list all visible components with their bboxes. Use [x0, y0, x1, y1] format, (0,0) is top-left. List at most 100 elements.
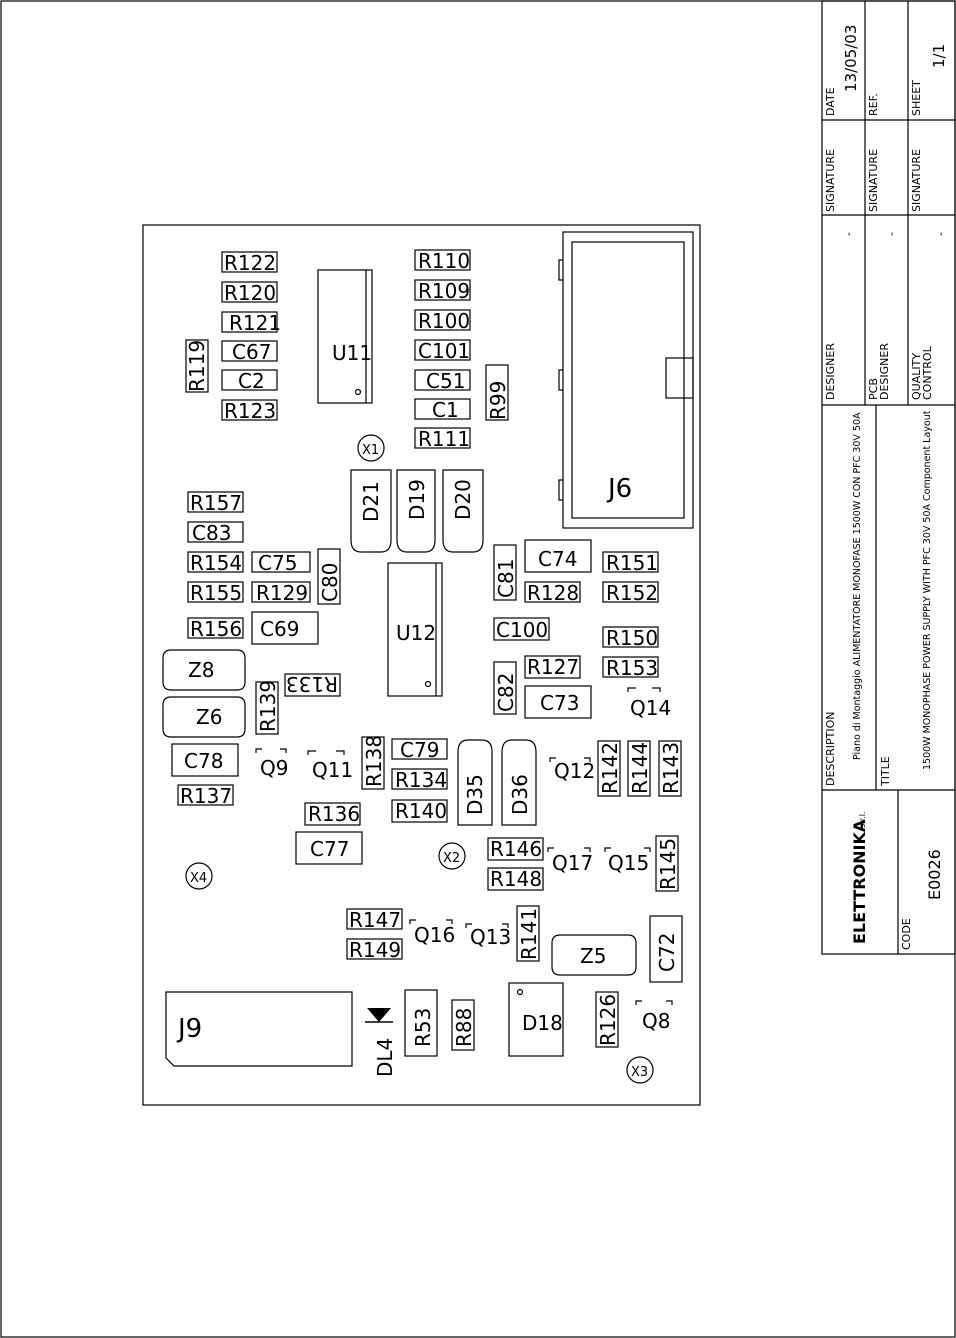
label-c74: C74	[538, 547, 577, 571]
label-r127: R127	[527, 655, 579, 679]
fiducial-x2	[438, 842, 466, 870]
label-q13: Q13	[470, 925, 511, 949]
label-q17: Q17	[552, 851, 593, 875]
label-r141: R141	[517, 908, 541, 960]
designer-label: DESIGNER	[824, 343, 837, 400]
quality-label-2: CONTROL	[921, 345, 934, 400]
title-block-frame	[821, 0, 956, 955]
description-label: DESCRIPTION	[824, 712, 837, 786]
label-c101: C101	[418, 339, 470, 363]
title-value: 1500W MONOPHASE POWER SUPPLY WITH PFC 30…	[922, 410, 933, 770]
label-q8: Q8	[642, 1009, 670, 1033]
pcb-designer-label-2: DESIGNER	[878, 343, 891, 400]
label-r121: R121	[229, 311, 281, 335]
label-dl4: DL4	[373, 1038, 397, 1077]
connector-j6	[558, 231, 694, 529]
label-r126: R126	[596, 994, 620, 1046]
label-r157: R157	[190, 491, 242, 515]
label-z8: Z8	[188, 658, 214, 682]
diode-d19	[396, 469, 436, 553]
label-r122: R122	[224, 251, 276, 275]
sheet-label: SHEET	[910, 80, 923, 116]
label-r153: R153	[606, 656, 658, 680]
label-r138: R138	[362, 735, 386, 787]
fiducial-x4	[185, 862, 213, 890]
label-r136: R136	[308, 802, 360, 826]
label-c81: C81	[494, 559, 518, 598]
label-r148: R148	[490, 867, 542, 891]
ref-label: REF.	[867, 93, 880, 116]
label-r133: R133	[286, 672, 338, 696]
label-r129: R129	[256, 581, 308, 605]
label-c83: C83	[192, 521, 231, 545]
label-q14: Q14	[630, 696, 671, 720]
company-name: ELETTRONIKA	[850, 819, 869, 944]
label-z6: Z6	[196, 705, 222, 729]
passive-boxes	[171, 249, 683, 1057]
label-q16: Q16	[414, 923, 455, 947]
company-suffix: s.r.l.	[858, 811, 867, 828]
signature-label-2: SIGNATURE	[867, 149, 880, 212]
label-r120: R120	[224, 281, 276, 305]
dash-2: -	[885, 232, 898, 236]
label-x4: X4	[190, 871, 207, 886]
label-r145: R145	[656, 838, 680, 890]
label-r53: R53	[411, 1008, 435, 1047]
ic-u12	[387, 562, 443, 697]
date-label: DATE	[824, 87, 837, 116]
label-r123: R123	[224, 399, 276, 423]
transistor-marks	[255, 687, 673, 1005]
pcb-outline	[142, 224, 701, 1106]
label-q11: Q11	[312, 758, 353, 782]
label-c72: C72	[655, 933, 679, 972]
date-value: 13/05/03	[842, 25, 860, 92]
label-d19: D19	[405, 479, 429, 520]
label-r134: R134	[395, 768, 447, 792]
label-x1: X1	[362, 443, 379, 458]
label-d18: D18	[522, 1011, 563, 1035]
label-j9: J9	[176, 1014, 202, 1044]
inductor-z8	[162, 649, 246, 691]
label-r144: R144	[628, 742, 652, 794]
label-r111: R111	[418, 427, 470, 451]
dash-3: -	[934, 232, 947, 236]
label-c51: C51	[426, 369, 465, 393]
label-r151: R151	[606, 551, 658, 575]
label-d36: D36	[508, 774, 532, 815]
sheet-value: 1/1	[930, 44, 948, 68]
label-c75: C75	[258, 551, 297, 575]
fiducial-x3	[626, 1056, 654, 1084]
label-r139: R139	[256, 680, 280, 732]
label-r110: R110	[418, 249, 470, 273]
label-u12: U12	[396, 621, 436, 645]
label-c78: C78	[184, 749, 223, 773]
label-c69: C69	[260, 617, 299, 641]
label-r137: R137	[180, 784, 232, 808]
label-r149: R149	[349, 938, 401, 962]
label-x3: X3	[631, 1065, 648, 1080]
connector-j9	[165, 991, 353, 1067]
label-c100: C100	[496, 618, 548, 642]
label-r99: R99	[486, 381, 510, 420]
label-r88: R88	[452, 1008, 476, 1047]
diode-d18	[508, 982, 564, 1057]
signature-label-1: SIGNATURE	[824, 149, 837, 212]
label-c82: C82	[494, 673, 518, 712]
title-label: TITLE	[879, 756, 892, 787]
label-d21: D21	[359, 481, 383, 522]
fiducial-x1	[357, 434, 385, 462]
label-q15: Q15	[608, 851, 649, 875]
description-value: Piano di Montaggio ALIMENTATORE MONOFASE…	[852, 412, 863, 760]
label-q9: Q9	[260, 756, 288, 780]
label-r155: R155	[190, 581, 242, 605]
led-dl4	[365, 1008, 393, 1023]
inductor-z5	[551, 934, 637, 976]
label-c77: C77	[310, 837, 349, 861]
company-logo: ELETTRONIKA s.r.l.	[850, 811, 869, 944]
quality-label-1: QUALITY	[910, 353, 923, 400]
label-r143: R143	[659, 742, 683, 794]
signature-label-3: SIGNATURE	[910, 149, 923, 212]
label-c73: C73	[540, 691, 579, 715]
label-r119: R119	[185, 340, 209, 392]
